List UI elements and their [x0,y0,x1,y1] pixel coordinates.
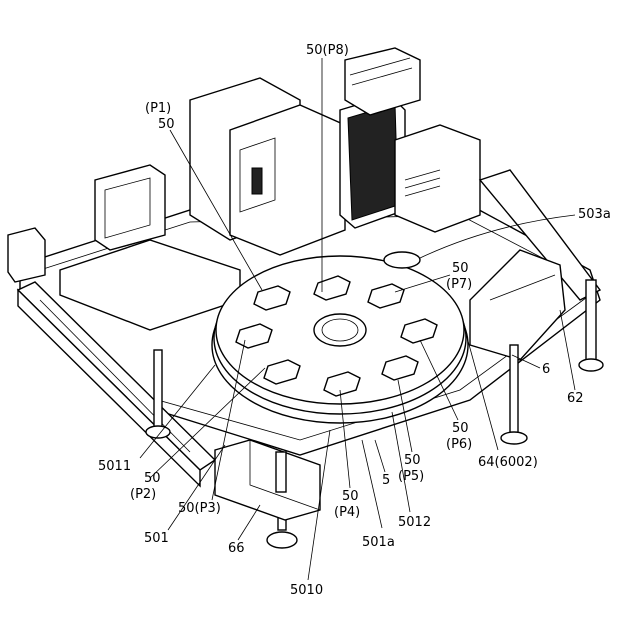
label-64: 64(6002) [478,455,538,470]
label-66: 66 [228,541,245,556]
label-p6: (P6) [446,437,472,452]
label-5010: 5010 [290,583,323,598]
label-6: 6 [542,362,550,377]
label-50-p3: 50(P3) [178,501,221,516]
cabinet [190,48,480,255]
disk-503a [384,252,420,268]
label-p5: (P5) [398,469,424,484]
label-5011: 5011 [98,459,131,474]
label-50-p2: 50 [144,471,161,486]
label-50-p7: 50 [452,261,469,276]
label-50-p1: 50 [158,117,175,132]
label-503a: 503a [578,207,611,222]
label-501: 501 [144,531,169,546]
label-50-p5: 50 [404,453,421,468]
label-5012: 5012 [398,515,431,530]
label-501a: 501a [362,535,395,550]
label-p1: (P1) [145,101,171,116]
label-5: 5 [382,473,390,488]
label-p4: (P4) [334,505,360,520]
label-50-p6: 50 [452,421,469,436]
label-62: 62 [567,391,584,406]
label-p7: (P7) [446,277,472,292]
label-p2: (P2) [130,487,156,502]
label-50-p8: 50(P8) [306,43,349,58]
label-50-p4: 50 [342,489,359,504]
